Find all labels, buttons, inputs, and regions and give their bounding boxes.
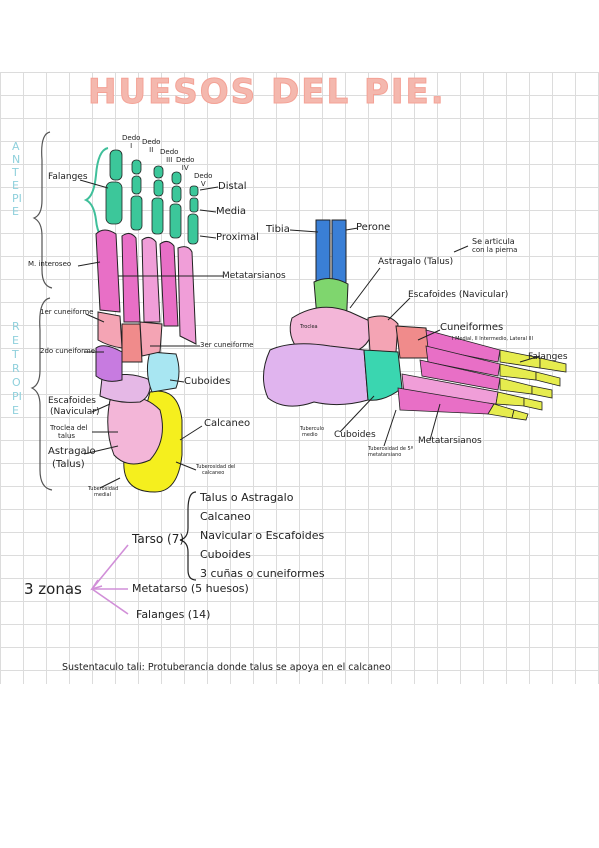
retropie-label: RETROPIE (12, 320, 22, 417)
tarso-item: Cuboides (200, 548, 251, 561)
label-nota-1: Se articula (472, 237, 515, 246)
label-escafoides: Escafoides (48, 396, 96, 406)
label-tuberosidad-medial-1: Tuberosidad (88, 486, 119, 492)
falanges-bracket (83, 147, 111, 243)
footnote: Sustentaculo tali: Protuberancia donde t… (62, 662, 391, 673)
label-tuberosidad-calcaneo-1: Tuberosidad del (196, 464, 236, 470)
zones-arrows (90, 544, 129, 615)
label-navicular: (Navicular) (50, 407, 100, 417)
tarso-item: 3 cuñas o cuneiformes (200, 567, 325, 580)
label-metatarsianos-lateral: Metatarsianos (418, 436, 482, 446)
antepie-label: ANTEPIE (12, 140, 22, 218)
page-title: HUESOS DEL PIE. (88, 72, 446, 113)
label-cuboides: Cuboides (184, 376, 231, 387)
label-m-interoseo: M. interoseo (28, 260, 72, 268)
tarso-item: Talus o Astragalo (200, 491, 294, 504)
label-talus: (Talus) (52, 459, 85, 470)
dorsal-cuneiform-medial (97, 311, 123, 349)
label-metatarsianos: Metatarsianos (222, 271, 286, 281)
label-proximal: Proximal (216, 232, 259, 243)
label-cuboides-lateral: Cuboides (334, 430, 376, 440)
label-troclea-2: talus (58, 432, 76, 440)
lateral-phalanges (487, 349, 567, 421)
dorsal-cuneiform-3 (139, 321, 163, 357)
label-distal: Distal (218, 181, 247, 192)
label-cuneiforme-1: 1er cuneiforme (40, 308, 94, 316)
label-tibia: Tibia (266, 224, 290, 235)
label-astragalo: Astragalo (48, 446, 96, 457)
label-tuberosidad-5: Tuberosidad de 5º metatarsiano (368, 446, 414, 458)
retropie-bracket (30, 297, 53, 491)
dorsal-metatarsal-1 (95, 229, 121, 313)
summary-zonas: 3 zonas (24, 580, 82, 598)
lateral-navicular (367, 315, 399, 353)
label-calcaneo: Calcaneo (204, 418, 251, 429)
lateral-metatarsals (397, 329, 501, 415)
summary-falanges: Falanges (14) (136, 608, 211, 621)
summary-tarso: Tarso (7) (132, 532, 185, 546)
dorsal-phalanges (105, 149, 199, 245)
dorsal-talus (107, 396, 163, 465)
label-cuneiformes: Cuneiformes (440, 322, 504, 333)
lateral-leader-lines (289, 227, 541, 447)
dorsal-cuboid (146, 351, 180, 393)
dorsal-metatarsal-2 (121, 232, 141, 323)
label-media: Media (216, 206, 247, 217)
label-cuneiformes-sub: I Medial, II Intermedio, Lateral III (452, 336, 533, 342)
lateral-calcaneus (263, 343, 369, 407)
label-tuberculo-2: medio (302, 432, 318, 438)
label-perone: Perone (356, 222, 391, 233)
label-cuneiforme-3: 3er cuneiforme (200, 341, 254, 349)
label-nota-2: con la pierna (472, 246, 518, 254)
summary-tarso-list: Talus o Astragalo Calcaneo Navicular o E… (200, 488, 325, 583)
label-astragalo-talus: Astragalo (Talus) (378, 257, 454, 267)
dorsal-cuneiform-2 (121, 323, 143, 363)
dorsal-leader-lines (77, 179, 224, 489)
label-cuneiforme-2: 2do cuneiforme (40, 347, 96, 355)
antepie-bracket (32, 131, 53, 289)
label-falanges: Falanges (48, 172, 88, 182)
dorsal-metatarsal-4 (159, 240, 179, 327)
lateral-talus (289, 306, 373, 353)
summary-metatarso: Metatarso (5 huesos) (132, 582, 249, 595)
label-troclea-1: Troclea del (50, 424, 88, 432)
label-escafoides-navicular: Escafoides (Navicular) (408, 290, 509, 300)
dorsal-metatarsal-3 (141, 236, 161, 323)
dorsal-metatarsal-5 (177, 246, 197, 345)
tarso-brace (179, 491, 197, 581)
dorsal-cuneiform-1 (95, 345, 123, 382)
label-troclea-lateral: Troclea (300, 324, 318, 330)
tarso-item: Navicular o Escafoides (200, 529, 325, 542)
label-tuberosidad-calcaneo-2: calcaneo (202, 470, 225, 476)
tarso-item: Calcaneo (200, 510, 251, 523)
label-falanges-lateral: Falanges (528, 352, 568, 362)
lateral-cuboid (363, 349, 403, 401)
label-tuberculo-1: Tuberculo (300, 426, 325, 432)
label-tuberosidad-medial-2: medial (94, 492, 111, 498)
